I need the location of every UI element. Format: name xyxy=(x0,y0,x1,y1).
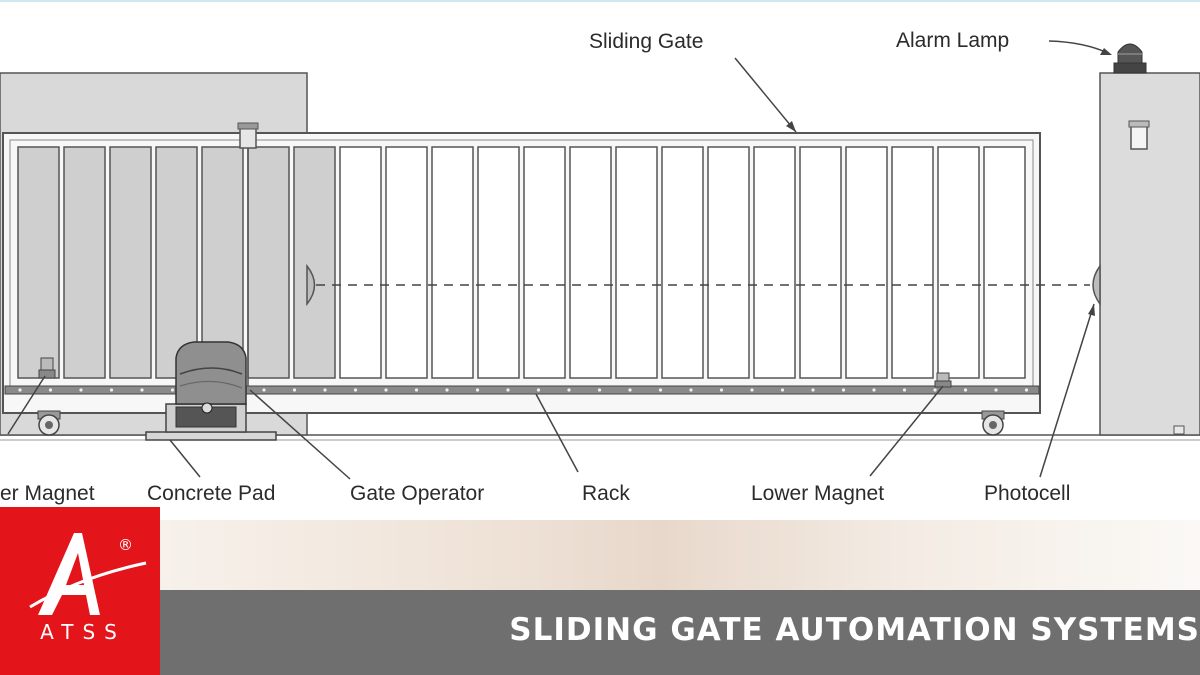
label-photocell: Photocell xyxy=(984,482,1070,505)
rack-bolt xyxy=(323,388,327,392)
lower-magnet xyxy=(934,372,952,388)
gate-panel xyxy=(799,146,842,379)
rack-bolt xyxy=(109,388,114,392)
rack-bolt xyxy=(292,388,297,392)
label-alarm-lamp: Alarm Lamp xyxy=(896,29,1009,52)
rack-bolt xyxy=(750,388,754,392)
logo-brand-letters: ATSS xyxy=(40,620,126,644)
gate-operator xyxy=(165,341,247,433)
atss-logo xyxy=(0,507,160,675)
wheel-left xyxy=(37,410,61,436)
gate-panel xyxy=(293,146,336,379)
gate-panel xyxy=(983,146,1026,379)
rack-bolt xyxy=(872,388,876,392)
gate-panel xyxy=(569,146,612,379)
gate-panel xyxy=(385,146,428,379)
rack-bolt xyxy=(994,388,998,392)
gate-diagram: Sliding Gate Alarm Lamp er Magnet Concre… xyxy=(0,0,1200,505)
rack-bolts xyxy=(18,388,1029,392)
logo-a-icon xyxy=(29,533,147,615)
rack-bolt xyxy=(780,388,785,392)
photocell-right xyxy=(1092,263,1101,307)
rack-bolt xyxy=(536,388,541,392)
rack-bolt xyxy=(384,388,388,392)
label-lower-magnet: Lower Magnet xyxy=(751,482,884,505)
gate-panel xyxy=(431,146,474,379)
rack-bolt xyxy=(1024,388,1029,392)
leader-lines xyxy=(7,40,1111,480)
rack-bolt xyxy=(170,388,175,392)
gate-panel xyxy=(707,146,750,379)
gate-panel xyxy=(937,146,980,379)
rack-bolt xyxy=(719,388,724,392)
gate-panel xyxy=(339,146,382,379)
banner-title: SLIDING GATE AUTOMATION SYSTEMS xyxy=(509,612,1200,648)
rack-bolt xyxy=(597,388,602,392)
gate-panel xyxy=(109,146,152,379)
wheel-right xyxy=(981,410,1005,436)
rack-bolt xyxy=(567,388,571,392)
gate-panel xyxy=(155,146,198,379)
gate-panel xyxy=(17,146,60,379)
rack-bolt xyxy=(48,388,53,392)
rack-bolt xyxy=(140,388,144,392)
rack-bolt xyxy=(414,388,419,392)
rack-bolt xyxy=(475,388,480,392)
right-pillar xyxy=(1099,72,1200,436)
rack-bolt xyxy=(902,388,907,392)
alarm-lamp xyxy=(1113,43,1147,74)
rack-bolt xyxy=(933,388,937,392)
label-gate-operator: Gate Operator xyxy=(350,482,484,505)
gate-panel xyxy=(615,146,658,379)
gate-panel xyxy=(891,146,934,379)
gate-panels xyxy=(17,146,1026,379)
rack-bolt xyxy=(18,388,22,392)
rack xyxy=(4,385,1040,395)
rack-bolt xyxy=(811,388,815,392)
rack-bolt xyxy=(628,388,632,392)
banner-bar xyxy=(0,590,1200,675)
label-sliding-gate: Sliding Gate xyxy=(589,30,703,53)
upper-magnet xyxy=(38,357,56,379)
registered-mark: ® xyxy=(118,536,133,554)
rack-bolt xyxy=(506,388,510,392)
rack-bolt xyxy=(353,388,358,392)
label-concrete-pad: Concrete Pad xyxy=(147,482,275,505)
gate-panel xyxy=(753,146,796,379)
gate-panel xyxy=(63,146,106,379)
rack-bolt xyxy=(963,388,968,392)
rack-bolt xyxy=(658,388,663,392)
gate-panel xyxy=(845,146,888,379)
label-rack: Rack xyxy=(582,482,630,505)
gate-panel xyxy=(477,146,520,379)
gate-panel xyxy=(247,146,290,379)
banner-gradient-strip xyxy=(0,520,1200,590)
gate-panel xyxy=(661,146,704,379)
gate-diagram-svg: Sliding Gate Alarm Lamp er Magnet Concre… xyxy=(0,29,1200,505)
concrete-pad xyxy=(145,431,277,441)
rack-bolt xyxy=(445,388,449,392)
rack-bolt xyxy=(262,388,266,392)
photocell-left xyxy=(306,263,316,307)
gate-panel xyxy=(523,146,566,379)
rack-bolt xyxy=(689,388,693,392)
label-upper-magnet: er Magnet xyxy=(0,482,95,505)
rack-bolt xyxy=(841,388,846,392)
gate-panel xyxy=(201,146,244,379)
leader-arrowheads xyxy=(786,48,1112,316)
rack-bolt xyxy=(79,388,83,392)
